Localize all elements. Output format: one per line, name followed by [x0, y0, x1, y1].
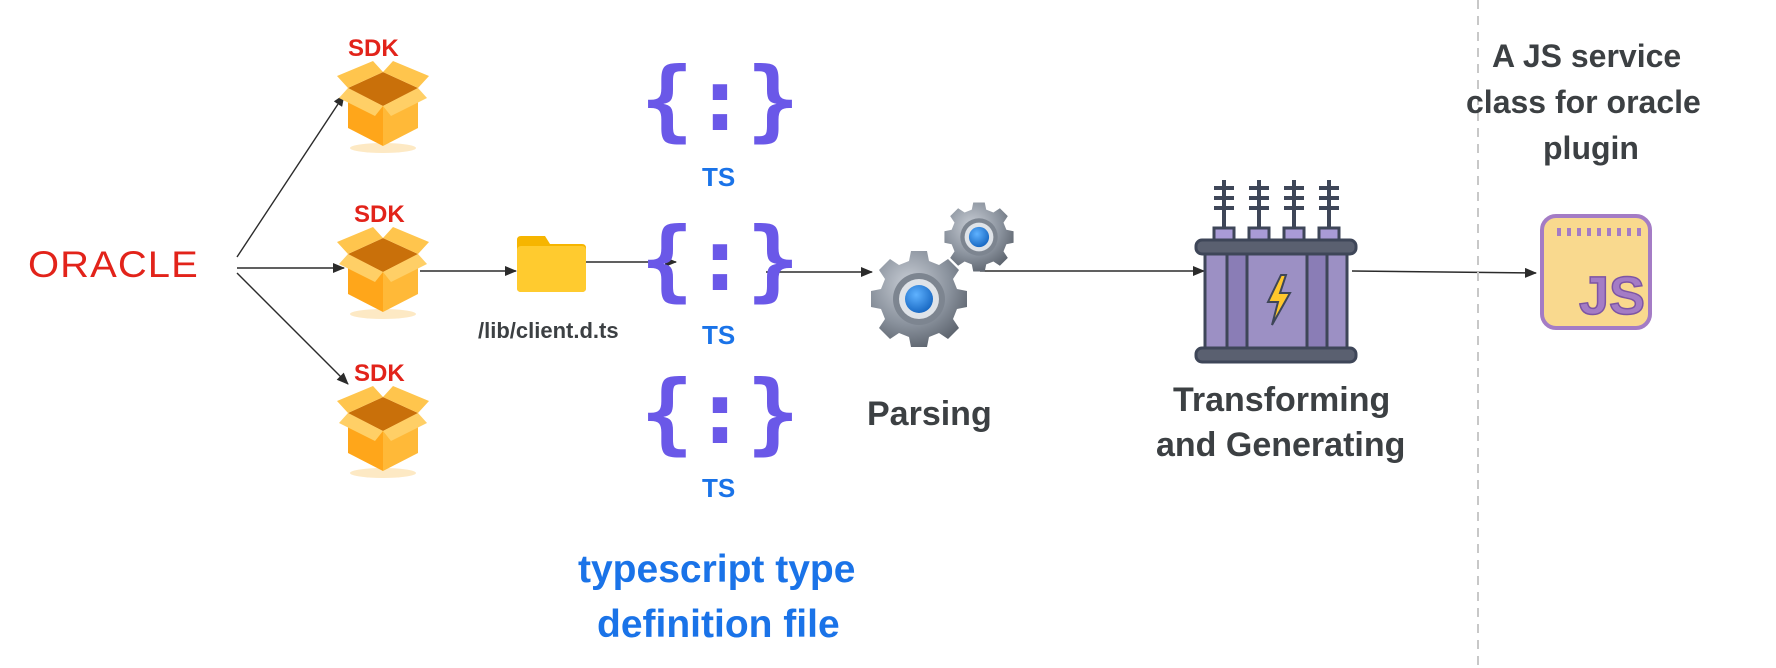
folder-icon [517, 236, 586, 292]
transform-label-line2: and Generating [1156, 426, 1406, 464]
ts-group-caption-line1: typescript type [578, 548, 856, 591]
arrow-oracle-to-sdk-1 [236, 94, 345, 258]
sdk-label-3: SDK [354, 360, 405, 387]
sdk-label-1: SDK [348, 35, 399, 62]
ts-file-icon-1: {:} [641, 48, 800, 151]
ts-label-2: TS [702, 320, 736, 350]
ts-file-icon-3: {:} [641, 361, 800, 464]
svg-text:{:}: {:} [641, 208, 800, 311]
ts-group-caption-line2: definition file [597, 603, 840, 646]
arrow-oracle-to-sdk-3 [236, 272, 349, 385]
parsing-gear-large-icon [871, 251, 967, 347]
svg-text:{:}: {:} [641, 48, 800, 151]
output-label-line3: plugin [1543, 130, 1639, 166]
sdk-label-2: SDK [354, 201, 405, 228]
js-file-icon: JS [1540, 214, 1652, 330]
svg-text:{:}: {:} [641, 361, 800, 464]
transformer-icon [1194, 180, 1358, 364]
output-label-line1: A JS service [1492, 38, 1682, 74]
parsing-label: Parsing [867, 395, 992, 433]
sdk-package-icon-3 [337, 386, 429, 478]
folder-path-label: /lib/client.d.ts [478, 318, 619, 343]
arrow-transform-to-output [1351, 267, 1537, 278]
ts-label-3: TS [702, 473, 736, 503]
oracle-logo: ORACLE [28, 244, 199, 285]
sdk-package-icon-1 [337, 61, 429, 153]
sdk-package-icon-2 [337, 227, 429, 319]
parsing-gear-small-icon [944, 202, 1014, 272]
output-label-line2: class for oracle [1466, 84, 1701, 120]
js-icon-text: JS [1579, 266, 1645, 326]
transform-label-line1: Transforming [1173, 381, 1391, 419]
ts-label-1: TS [702, 162, 736, 192]
ts-file-icon-2: {:} [641, 208, 800, 311]
